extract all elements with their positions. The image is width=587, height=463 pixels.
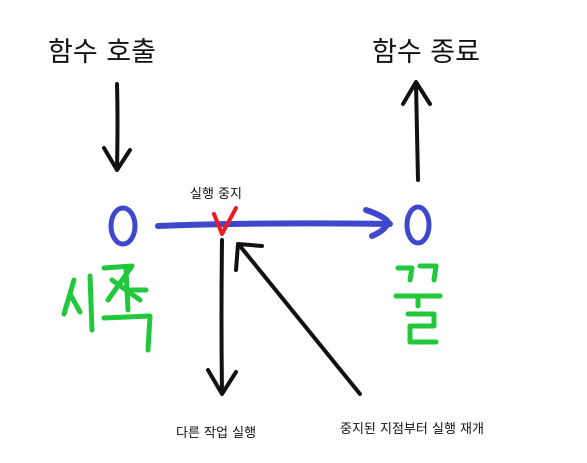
end-node — [404, 204, 432, 246]
suspend-mark — [212, 206, 238, 236]
function-call-label: 함수 호출 — [48, 37, 156, 68]
end-handwriting — [393, 263, 443, 345]
function-exit-label: 함수 종료 — [372, 37, 480, 68]
resume-arrow — [234, 242, 362, 396]
start-node — [108, 205, 138, 247]
start-handwriting — [61, 263, 153, 353]
exit-arrow — [401, 80, 432, 182]
resume-label: 중지된 지점부터 실행 재개 — [340, 422, 484, 437]
other-work-arrow — [206, 238, 238, 396]
suspend-label: 실행 중지 — [190, 187, 242, 202]
execution-line — [155, 207, 393, 239]
call-arrow — [102, 82, 132, 172]
other-work-label: 다른 작업 실행 — [176, 426, 257, 441]
